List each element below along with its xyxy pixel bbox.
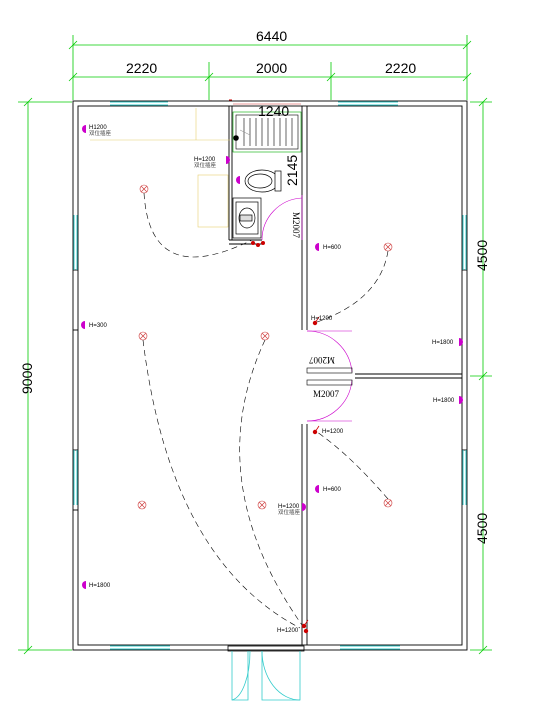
outlet-11-label: H=1800 — [89, 583, 111, 589]
outlet-5-label: H=1200 — [311, 316, 333, 322]
left-room-width-label: 2220 — [126, 60, 157, 76]
outlet-2-type: 双位插座 — [194, 161, 217, 169]
lower-switch — [312, 425, 320, 435]
overall-height-label: 9000 — [19, 363, 35, 394]
bath-depth-label: 2145 — [284, 155, 300, 186]
wiring — [142, 192, 389, 629]
upper-switch — [312, 316, 320, 326]
outlet-8-label: H=1200 — [322, 429, 344, 435]
outlet-2 — [226, 156, 230, 164]
outlet-9 — [315, 485, 319, 493]
switches — [251, 241, 320, 634]
lower-right-height-label: 4500 — [474, 513, 490, 544]
outlet-2-label: H=1200 — [194, 157, 216, 163]
light-1 — [139, 184, 149, 194]
right-room-width-label: 2220 — [385, 60, 416, 76]
outlet-1 — [82, 125, 86, 133]
bath-switch — [251, 241, 265, 247]
light-3 — [138, 331, 148, 341]
outlet-3 — [81, 321, 85, 329]
wash-basin — [232, 197, 262, 239]
toilet — [244, 169, 282, 193]
outlet-6 — [459, 338, 463, 346]
outlet-3-label: H=300 — [89, 323, 108, 329]
outlet-1-label: H1200 — [89, 125, 107, 131]
light-6 — [257, 500, 267, 510]
outlet-10-type: 双位插座 — [278, 508, 301, 516]
outlet-11 — [82, 581, 86, 589]
bedroom-upper-door-code: M2007 — [308, 355, 335, 365]
light-7 — [383, 498, 393, 508]
outlets — [81, 125, 463, 589]
bath-door — [261, 195, 303, 241]
light-2 — [383, 242, 393, 252]
upper-right-height-label: 4500 — [474, 240, 490, 271]
windows — [73, 101, 467, 650]
guide-lines — [90, 108, 230, 228]
dimension-lines — [18, 35, 492, 655]
outlet-12-label: H=1200 — [277, 628, 299, 634]
overall-width-label: 6440 — [256, 28, 287, 44]
outlet-4 — [315, 243, 319, 251]
middle-width-label: 2000 — [256, 60, 287, 76]
bedroom-lower-door-code: M2007 — [313, 389, 340, 399]
bath-width-label: 1240 — [258, 103, 289, 119]
outlet-10-label: H=1200 — [278, 504, 300, 510]
outlet-9-label: H=600 — [323, 487, 342, 493]
light-4 — [260, 331, 270, 341]
shower-tray — [232, 111, 302, 153]
entry-switch — [301, 619, 309, 634]
outlet-7-label: H=1800 — [433, 398, 455, 404]
light-5 — [137, 500, 147, 510]
bedroom-lower-door — [306, 379, 353, 422]
bath-door-code: M2007 — [291, 212, 301, 239]
outlet-bath — [236, 176, 240, 184]
bedroom-upper-door — [306, 330, 353, 374]
outlet-4-label: H=600 — [323, 245, 342, 251]
outlet-6-label: H=1800 — [432, 340, 454, 346]
outlet-10 — [302, 503, 306, 511]
ceiling-lights — [137, 184, 393, 510]
outlet-7 — [459, 396, 463, 404]
outlet-1-type: 双位插座 — [89, 129, 112, 137]
entrance-door — [227, 645, 305, 701]
